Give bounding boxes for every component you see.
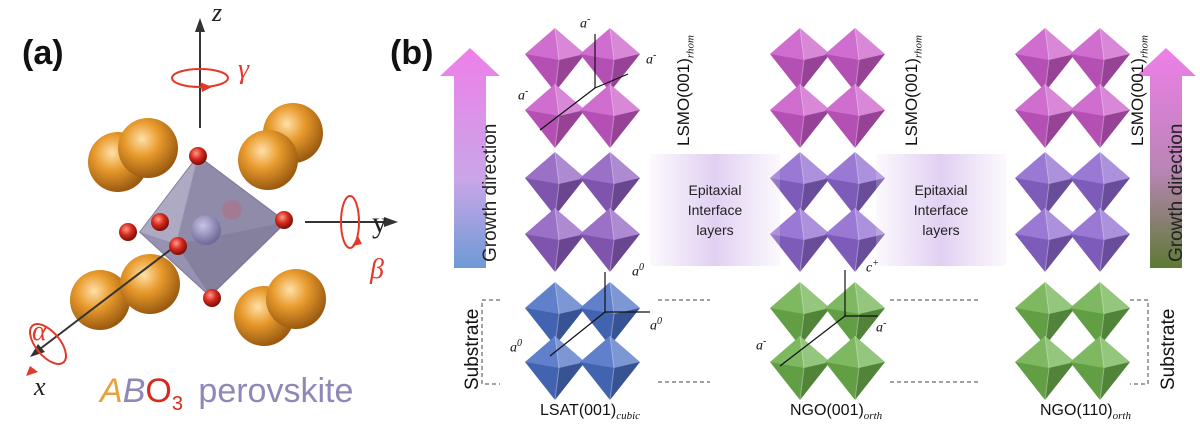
tilt-label-ngo-left: a- (756, 336, 767, 354)
lsmo-sub: rhom (684, 35, 697, 59)
interface-line3: layers (696, 222, 734, 238)
alpha-label: α (32, 316, 47, 347)
beta-rotation-arrow (340, 195, 360, 249)
z-axis-arrowhead (195, 18, 205, 32)
substrate-right-label: Substrate (1158, 308, 1179, 390)
column-label-ngo001: NGO(001)orth (790, 402, 882, 422)
oxygen-atom (119, 223, 137, 241)
growth-direction-left-label: Growth direction (480, 123, 501, 262)
substrate-left-label: Substrate (462, 308, 483, 390)
interface-line1: Epitaxial (688, 182, 742, 198)
interface-line2: Interface (913, 202, 969, 218)
panel-b-label: (b) (390, 34, 434, 72)
formula-b: B (122, 372, 146, 410)
perovskite-structure (26, 18, 398, 376)
lsat-substrate-octahedra (524, 281, 641, 401)
formula-word: perovskite (198, 372, 354, 410)
tilt-label-lsat-left: a0 (510, 338, 522, 356)
formula-sub3: 3 (171, 392, 183, 415)
lsmo-sub: rhom (912, 35, 925, 59)
tilt-label-ngo-top: c+ (866, 258, 879, 276)
column-label-text: LSAT(001) (540, 402, 617, 419)
substrate-bracket-left (481, 299, 500, 385)
lsmo-tilt-axes (539, 34, 629, 131)
oxygen-atom (189, 147, 207, 165)
substrate-bracket-right (1130, 299, 1149, 385)
lsmo-sub: rhom (1138, 35, 1151, 59)
growth-arrow-right (1136, 48, 1196, 268)
ngo-tilt-axes (779, 270, 878, 367)
column-label-ngo110: NGO(110)orth (1040, 402, 1131, 422)
lsmo-text: LSMO(001) (902, 58, 921, 146)
gamma-rotation-arrow (171, 68, 229, 88)
formula-o: O (145, 372, 172, 410)
lsmo-label-2: LSMO(001)rhom (902, 35, 924, 146)
ngo001-substrate-octahedra (769, 281, 886, 401)
tilt-label-lsat-right: a0 (650, 316, 662, 334)
gamma-label: γ (238, 54, 250, 85)
tilt-label-lsmo-top: a- (580, 14, 591, 32)
formula-a: A (100, 372, 123, 410)
lsmo-text: LSMO(001) (674, 58, 693, 146)
panel-a-label: (a) (22, 34, 64, 72)
lsat-tilt-axes (549, 272, 650, 357)
column-label-text: NGO(110) (1040, 402, 1113, 419)
tilt-label-lsat-top: a0 (632, 262, 644, 280)
epitaxy-diagram (440, 27, 1196, 401)
oxygen-atom (169, 237, 187, 255)
oxygen-atom (275, 211, 293, 229)
growth-arrow-left (440, 48, 500, 268)
interface-line1: Epitaxial (914, 182, 968, 198)
alpha-rotation-arrow (29, 323, 67, 365)
x-axis (35, 243, 179, 353)
oxygen-atom (203, 289, 221, 307)
x-axis-label: x (34, 372, 46, 401)
column-lsat (524, 27, 641, 149)
column-label-text: NGO(001) (790, 402, 864, 419)
tilt-label-lsmo-left: a- (518, 86, 529, 104)
tilt-label-lsmo-right: a- (646, 50, 657, 68)
column-label-sub: orth (1112, 410, 1131, 423)
interface-line3: layers (922, 222, 960, 238)
growth-direction-right-label: Growth direction (1166, 123, 1187, 262)
a-site-atom (120, 254, 180, 314)
ngo110-substrate-octahedra (1014, 281, 1131, 401)
column-ngo001 (769, 27, 886, 149)
interface-box-1: Epitaxial Interface layers (650, 154, 780, 266)
a-site-atom (238, 130, 298, 190)
column-label-lsat: LSAT(001)cubic (540, 402, 640, 422)
lsmo-label-1: LSMO(001)rhom (674, 35, 696, 146)
b-site-atom (191, 215, 221, 245)
y-axis-label: y (372, 206, 387, 239)
column-ngo110 (1014, 27, 1131, 149)
a-site-atom (118, 118, 178, 178)
lsmo-label-3: LSMO(001)rhom (1128, 35, 1150, 146)
beta-label: β (370, 254, 384, 285)
oxygen-atom (151, 213, 169, 231)
tilt-label-ngo-right: a- (876, 318, 887, 336)
column-label-sub: orth (863, 410, 883, 423)
a-site-atom (266, 269, 326, 329)
z-axis-label: z (212, 0, 223, 27)
column-label-sub: cubic (616, 410, 641, 423)
y-axis-arrowhead (384, 217, 398, 227)
lsmo-text: LSMO(001) (1128, 58, 1147, 146)
interface-box-2: Epitaxial Interface layers (876, 154, 1006, 266)
interface-line2: Interface (687, 202, 743, 218)
perovskite-formula: ABO3 perovskite (100, 372, 353, 416)
